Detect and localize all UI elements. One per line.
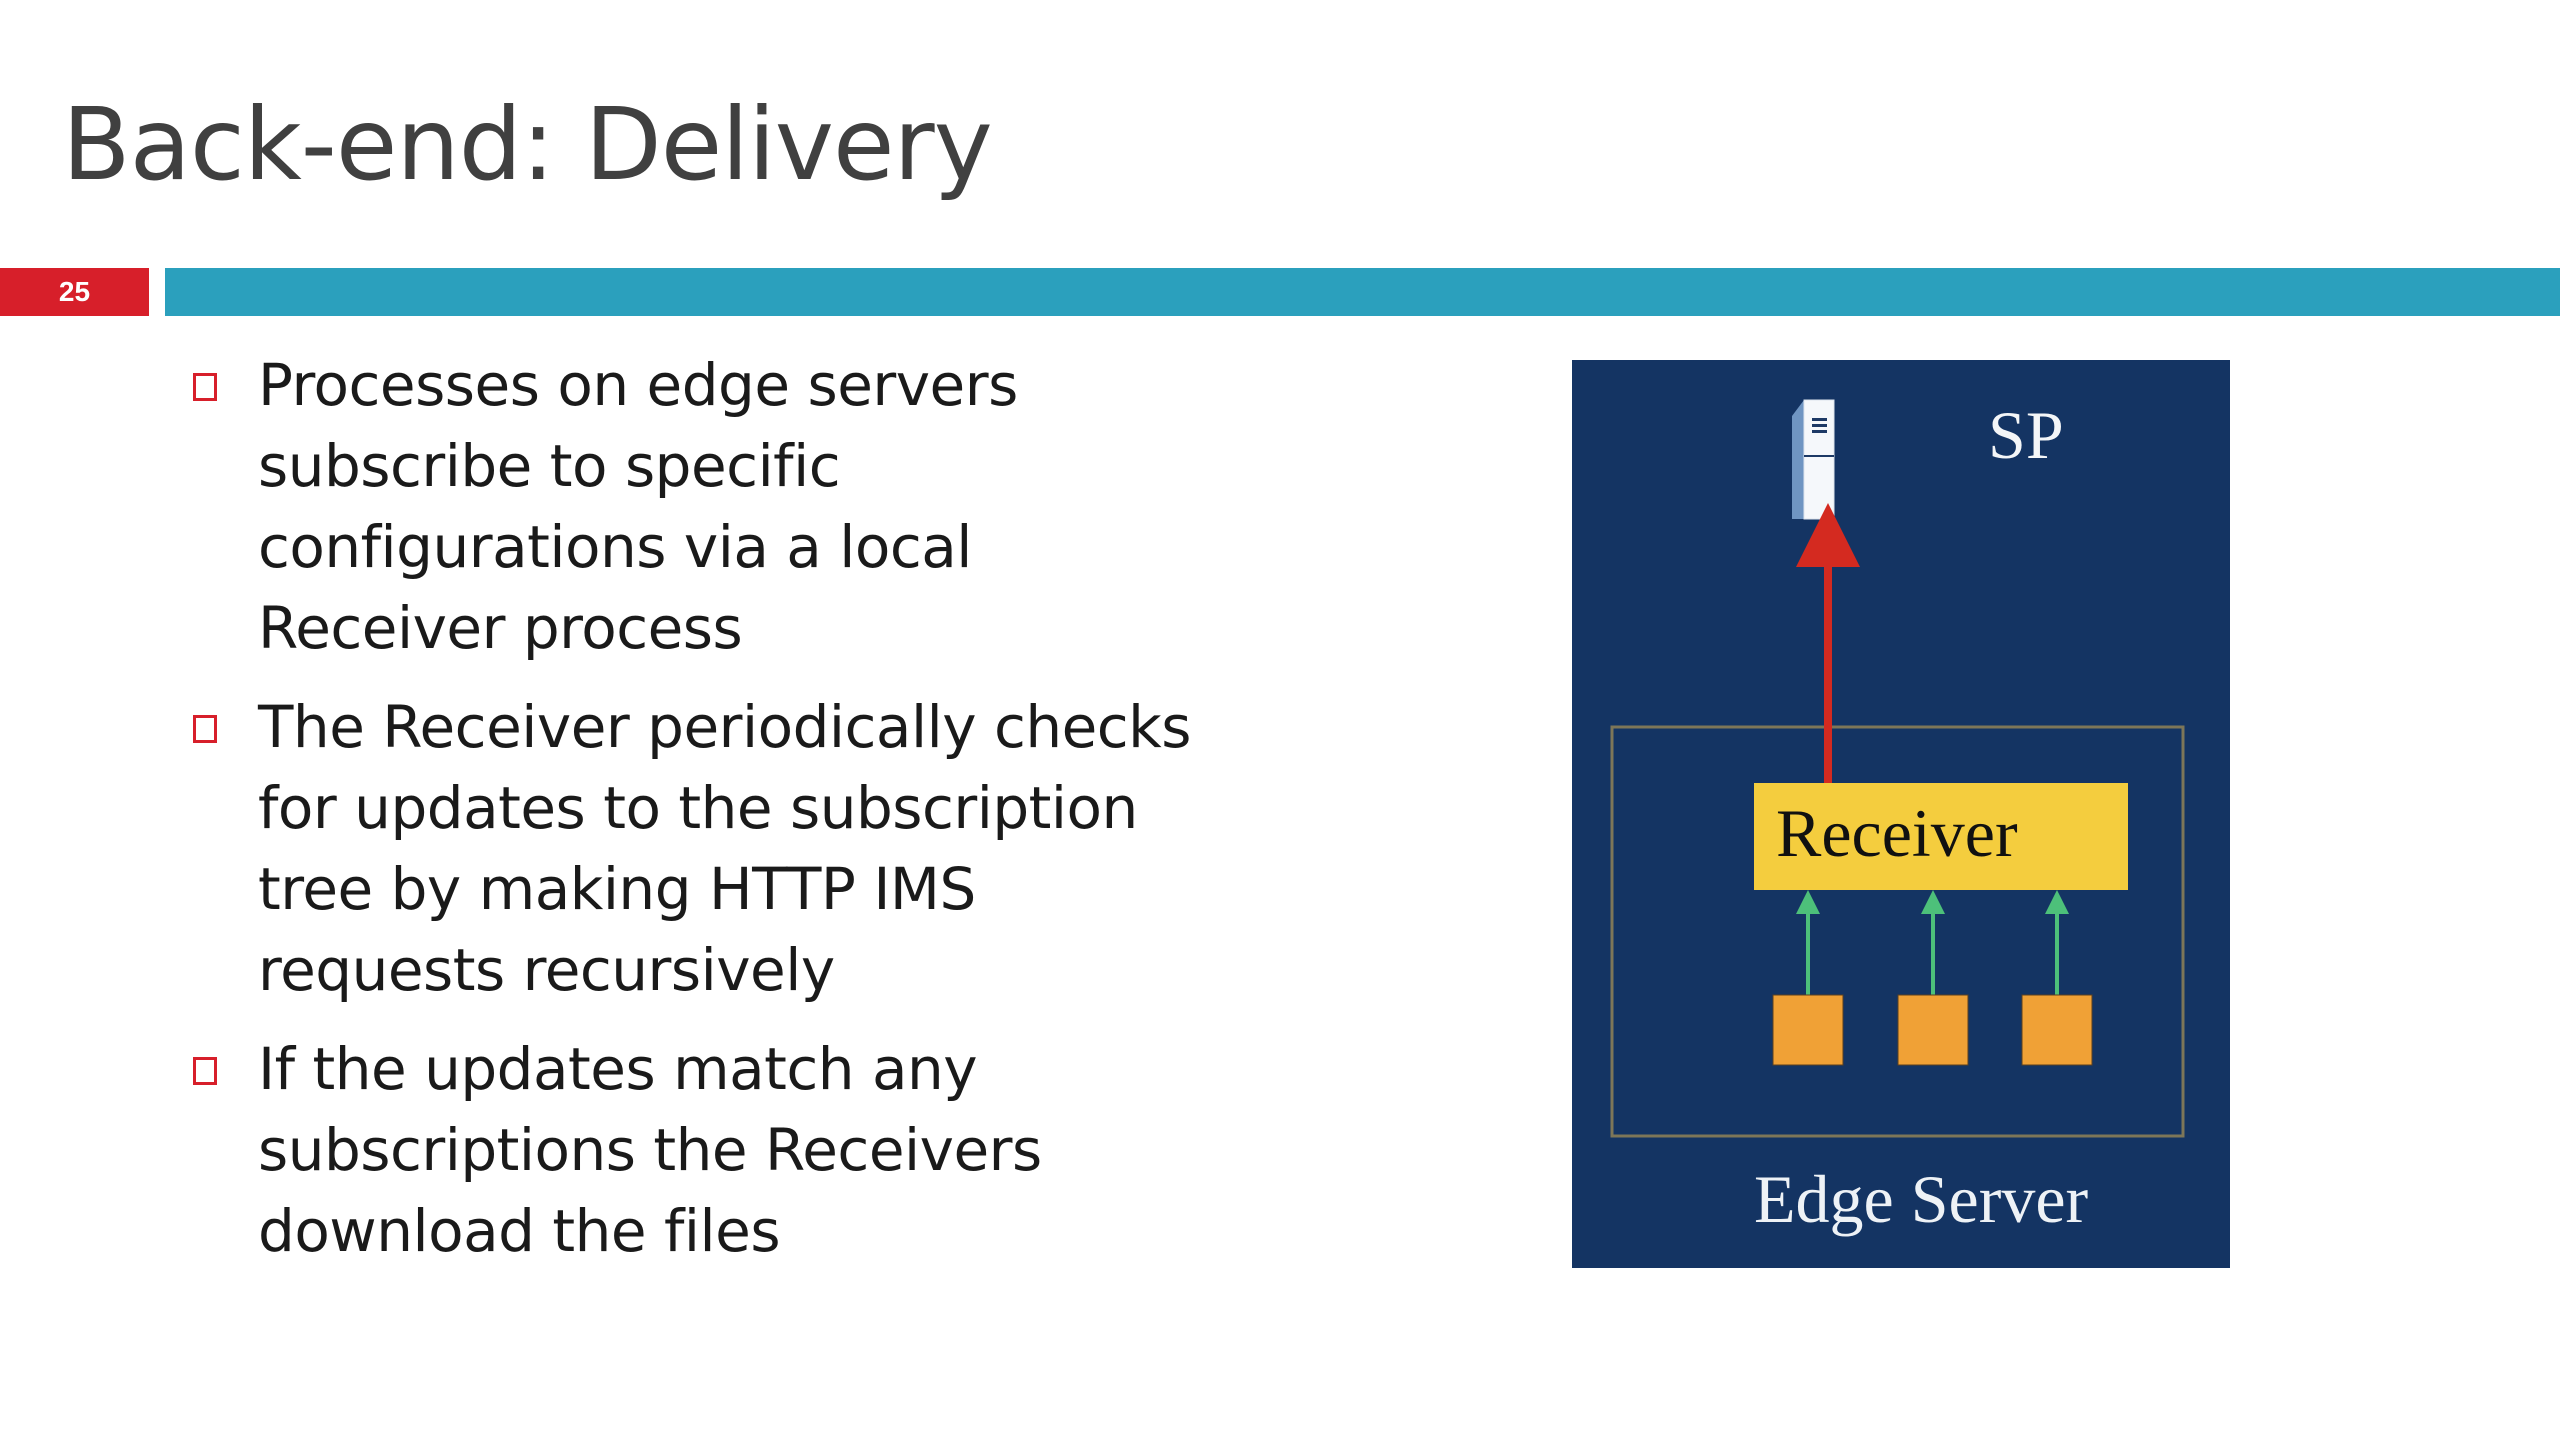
sp-label: SP <box>1988 397 2064 473</box>
bullet-text-line: for updates to the subscription <box>258 774 1138 842</box>
bullet-text-line: configurations via a local <box>258 513 972 581</box>
bullet-text-line: Processes on edge servers <box>258 351 1018 419</box>
slide-title: Back-end: Delivery <box>62 86 993 203</box>
process-box <box>2021 994 2093 1066</box>
process-box <box>1897 994 1969 1066</box>
bullet-text-line: tree by making HTTP IMS <box>258 855 976 923</box>
bullet-text-line: requests recursively <box>258 936 835 1004</box>
bullet-text-line: The Receiver periodically checks <box>258 693 1192 761</box>
page-number-badge: 25 <box>0 268 149 316</box>
bullet-list: Processes on edge servers subscribe to s… <box>190 345 1290 1290</box>
bullet-item: The Receiver periodically checks for upd… <box>190 687 1290 1011</box>
diagram-canvas <box>1610 399 2185 1138</box>
process-box <box>1772 994 1844 1066</box>
square-bullet-icon <box>193 373 217 401</box>
square-bullet-icon <box>193 1057 217 1085</box>
bullet-text-line: If the updates match any <box>258 1035 978 1103</box>
bullet-text-line: Receiver process <box>258 594 743 662</box>
header-rule <box>165 268 2560 316</box>
square-bullet-icon <box>193 715 217 743</box>
edge-server-frame <box>1610 725 2185 1138</box>
bullet-text-line: subscribe to specific <box>258 432 841 500</box>
bullet-text-line: download the files <box>258 1197 781 1265</box>
receiver-box <box>1754 783 2128 890</box>
receiver-label: Receiver <box>1776 795 2018 871</box>
bullet-text-line: subscriptions the Receivers <box>258 1116 1042 1184</box>
bullet-item: Processes on edge servers subscribe to s… <box>190 345 1290 669</box>
server-icon <box>1792 399 1835 520</box>
edge-server-diagram: SP Receiver Edge Server <box>1572 360 2230 1268</box>
bullet-item: If the updates match any subscriptions t… <box>190 1029 1290 1272</box>
edge-server-label: Edge Server <box>1754 1161 2089 1237</box>
